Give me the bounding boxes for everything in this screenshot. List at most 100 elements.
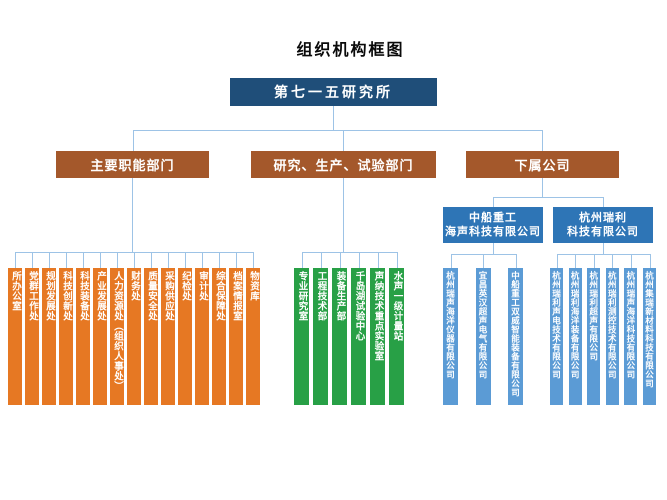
connector-line bbox=[493, 243, 494, 254]
connector-line bbox=[100, 252, 101, 268]
subsidiary-bar: 杭州瑞利超声有限公司 bbox=[587, 268, 601, 405]
unit-bar: 声纳技术重点实验室 bbox=[370, 268, 385, 405]
dept-bar: 科技创新处 bbox=[59, 268, 73, 405]
dept-bar: 质量安全处 bbox=[144, 268, 158, 405]
connector-line bbox=[450, 254, 452, 268]
connector-line bbox=[593, 254, 595, 268]
dept-bar-label: 科技创新处 bbox=[61, 271, 72, 321]
connector-line bbox=[556, 254, 650, 255]
subsidiary-bar: 宜昌英汉超声电气有限公司 bbox=[475, 268, 491, 405]
connector-line bbox=[556, 254, 558, 268]
company-name-line: 中船重工 bbox=[469, 212, 517, 224]
company-box-ruili: 杭州瑞利 科技有限公司 bbox=[553, 207, 653, 243]
connector-line bbox=[134, 252, 135, 268]
subsidiary-bar: 中船重工双威智能装备有限公司 bbox=[508, 268, 523, 405]
dept-bar: 纪检处 bbox=[178, 268, 192, 405]
connector-line bbox=[168, 252, 169, 268]
connector-line bbox=[339, 252, 341, 268]
chart-title: 组织机构框图 bbox=[296, 42, 405, 59]
branch-box-main-departments: 主要职能部门 bbox=[56, 151, 209, 178]
connector-line bbox=[493, 197, 603, 198]
dept-bar: 规划发展处 bbox=[42, 268, 56, 405]
connector-line bbox=[630, 254, 632, 268]
connector-line bbox=[343, 130, 344, 151]
dept-bar: 财务处 bbox=[127, 268, 141, 405]
unit-bar: 千岛湖试验中心 bbox=[351, 268, 366, 405]
dept-bar-label: 质量安全处 bbox=[146, 271, 157, 321]
connector-line bbox=[185, 252, 186, 268]
dept-bar-label: 纪检处 bbox=[180, 271, 191, 301]
subsidiary-bar: 杭州瑞利海洋装备有限公司 bbox=[568, 268, 582, 405]
subsidiary-bar: 杭州瑞利测控技术有限公司 bbox=[605, 268, 619, 405]
dept-bar: 所办公室 bbox=[8, 268, 22, 405]
subsidiary-bar-label: 中船重工双威智能装备有限公司 bbox=[510, 271, 521, 397]
subsidiary-bar-label: 杭州瑞声海洋仪器有限公司 bbox=[445, 271, 456, 379]
connector-line bbox=[301, 252, 303, 268]
branch-box-subsidiaries: 下属公司 bbox=[466, 151, 619, 178]
connector-line bbox=[132, 178, 133, 252]
dept-bar-label: 采购供应处 bbox=[163, 271, 174, 321]
dept-bar: 物资库 bbox=[246, 268, 260, 405]
dept-bar-label: 物资库 bbox=[248, 271, 259, 301]
subsidiary-bar-label: 宜昌英汉超声电气有限公司 bbox=[478, 271, 488, 379]
connector-line bbox=[32, 252, 33, 268]
subsidiary-bar: 杭州集瑞新材料科技有限公司 bbox=[643, 268, 656, 405]
connector-line bbox=[253, 252, 254, 268]
connector-line bbox=[603, 197, 604, 207]
unit-bar: 水声一级计量站 bbox=[389, 268, 404, 405]
connector-line bbox=[49, 252, 50, 268]
connector-line bbox=[542, 130, 543, 151]
connector-line bbox=[493, 197, 494, 207]
connector-line bbox=[301, 252, 397, 253]
dept-bar: 采购供应处 bbox=[161, 268, 175, 405]
connector-line bbox=[151, 252, 152, 268]
connector-line bbox=[515, 254, 517, 268]
branch-box-research-production-test: 研究、生产、试验部门 bbox=[251, 151, 436, 178]
unit-bar-label: 千岛湖试验中心 bbox=[353, 271, 365, 341]
connector-line bbox=[483, 254, 484, 268]
unit-bar-label: 装备生产部 bbox=[334, 271, 346, 321]
dept-bar: 审计处 bbox=[195, 268, 209, 405]
connector-line bbox=[603, 243, 604, 254]
subsidiary-bar: 杭州瑞声海洋科技有限公司 bbox=[624, 268, 638, 405]
unit-bar-label: 水声一级计量站 bbox=[391, 271, 403, 341]
dept-bar-label: 综合保障处 bbox=[214, 271, 225, 321]
subsidiary-bar-label: 杭州瑞利超声有限公司 bbox=[588, 271, 599, 361]
unit-bar-label: 声纳技术重点实验室 bbox=[372, 271, 384, 361]
dept-bar: 档案情报室 bbox=[229, 268, 243, 405]
dept-bar-label: 产业发展处 bbox=[95, 271, 106, 321]
dept-bar-label: 人力资源处（组织人事处） bbox=[112, 271, 123, 391]
connector-line bbox=[117, 252, 118, 268]
root-org-box: 第七一五研究所 bbox=[230, 78, 437, 106]
dept-bar-label: 档案情报室 bbox=[231, 271, 242, 321]
unit-bar-label: 专业研究室 bbox=[296, 271, 308, 321]
dept-bar-label: 科技装备处 bbox=[78, 271, 89, 321]
dept-bar: 科技装备处 bbox=[76, 268, 90, 405]
connector-line bbox=[542, 178, 543, 197]
connector-line bbox=[133, 130, 543, 131]
connector-line bbox=[358, 252, 360, 268]
connector-line bbox=[649, 254, 651, 268]
subsidiary-bar-label: 杭州瑞声海洋科技有限公司 bbox=[625, 271, 636, 379]
connector-line bbox=[333, 106, 334, 130]
subsidiary-bar-label: 杭州瑞利测控技术有限公司 bbox=[607, 271, 618, 379]
connector-line bbox=[612, 254, 614, 268]
unit-bar-label: 工程技术部 bbox=[315, 271, 327, 321]
dept-bar-label: 财务处 bbox=[129, 271, 140, 301]
company-name-line: 科技有限公司 bbox=[567, 226, 639, 238]
connector-line bbox=[396, 252, 398, 268]
connector-line bbox=[236, 252, 237, 268]
connector-line bbox=[66, 252, 67, 268]
unit-bar: 工程技术部 bbox=[313, 268, 328, 405]
connector-line bbox=[575, 254, 577, 268]
connector-line bbox=[133, 130, 134, 151]
subsidiary-bar: 杭州瑞利声电技术有限公司 bbox=[550, 268, 563, 405]
subsidiary-bar-label: 杭州集瑞新材料科技有限公司 bbox=[644, 271, 655, 388]
connector-line bbox=[202, 252, 203, 268]
company-name-line: 杭州瑞利 bbox=[579, 212, 627, 224]
connector-line bbox=[15, 252, 16, 268]
connector-line bbox=[83, 252, 84, 268]
company-box-haisheng: 中船重工 海声科技有限公司 bbox=[443, 207, 543, 243]
subsidiary-bar-label: 杭州瑞利声电技术有限公司 bbox=[551, 271, 562, 379]
